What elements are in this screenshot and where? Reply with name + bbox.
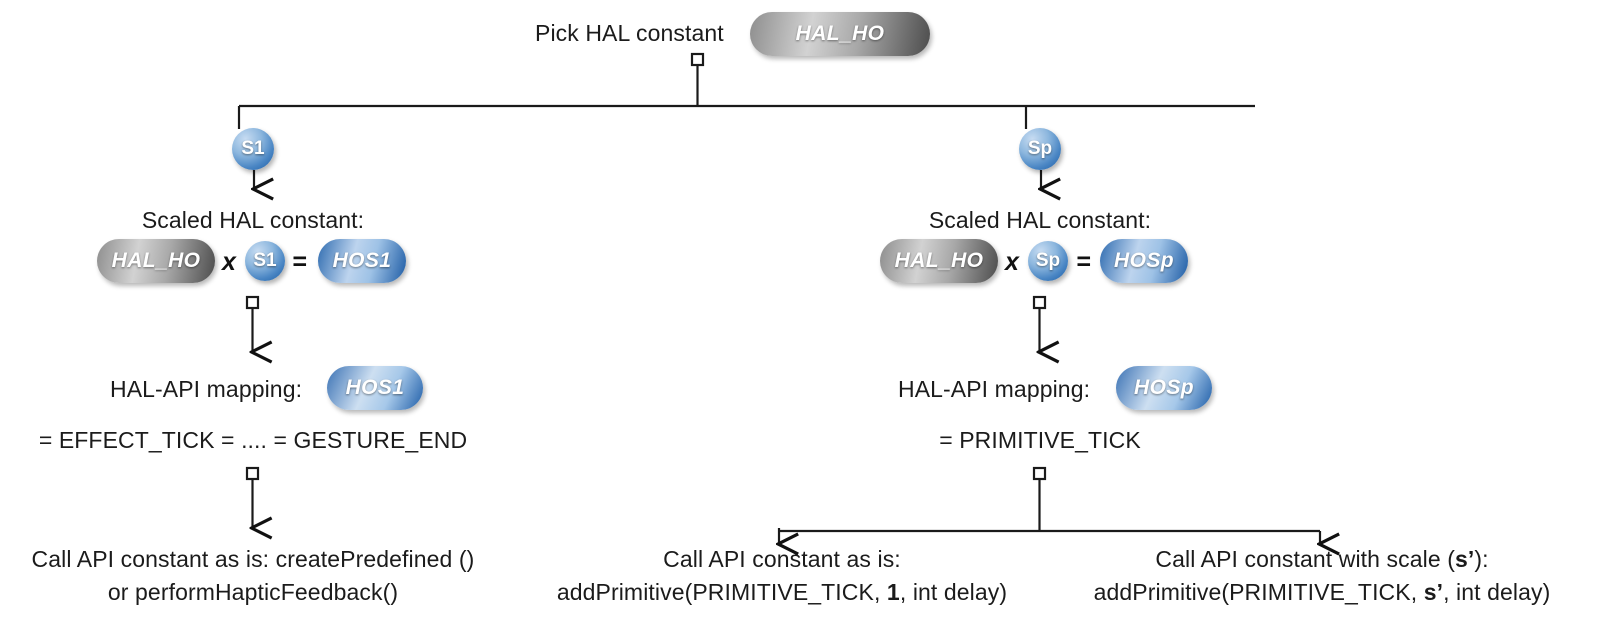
left-scaled-operand-a[interactable]: HAL_HO (97, 239, 215, 283)
left-mapping-caption: HAL-API mapping: (110, 376, 303, 402)
leaf-right-line1-pre: Call API constant with scale ( (1155, 546, 1455, 572)
left-mapping-expansion: = EFFECT_TICK = .... = GESTURE_END (38, 427, 468, 453)
connector-square-left-scaled (245, 295, 260, 310)
leaf-mid-call: Call API constant as is: addPrimitive(PR… (557, 543, 1007, 609)
leaf-right-line2: addPrimitive(PRIMITIVE_TICK, s’, int del… (1094, 576, 1551, 609)
left-scaled-result[interactable]: HOS1 (318, 239, 406, 283)
leaf-right-line1: Call API constant with scale (s’): (1094, 543, 1551, 576)
leaf-left-line1: Call API constant as is: createPredefine… (31, 546, 475, 572)
edge-label-sp[interactable]: Sp (1019, 128, 1061, 170)
left-scaled-caption: Scaled HAL constant: (141, 207, 365, 233)
right-scaled-operand-b[interactable]: Sp (1028, 241, 1068, 281)
root-label: Pick HAL constant (535, 20, 724, 46)
left-operator-times: x (222, 248, 236, 276)
leaf-right-line2-bold: s’ (1423, 579, 1444, 605)
leaf-mid-line2-pre: addPrimitive(PRIMITIVE_TICK, (556, 579, 887, 605)
leaf-left-line2: or performHapticFeedback() (107, 579, 399, 605)
leaf-right-line1-bold: s’ (1454, 546, 1475, 572)
connector-square-left-mapping (245, 466, 260, 481)
right-mapping-token[interactable]: HOSp (1116, 366, 1212, 410)
connector-square-right-mapping (1032, 466, 1047, 481)
leaf-mid-line2-post: , int delay) (899, 579, 1008, 605)
leaf-mid-line1: Call API constant as is: (663, 546, 901, 572)
leaf-mid-line2-bold: 1 (886, 579, 900, 605)
token-hal-ho-root[interactable]: HAL_HO (750, 12, 930, 56)
right-scaled-caption: Scaled HAL constant: (928, 207, 1152, 233)
leaf-right-line1-post: ): (1474, 546, 1489, 572)
left-operator-equals: = (292, 248, 307, 276)
leaf-left-call: Call API constant as is: createPredefine… (32, 543, 475, 609)
leaf-right-call: Call API constant with scale (s’): addPr… (1094, 543, 1551, 609)
right-mapping-expansion: = PRIMITIVE_TICK (939, 427, 1141, 453)
right-operator-equals: = (1076, 248, 1091, 276)
connector-square-root (690, 52, 705, 67)
left-mapping-token[interactable]: HOS1 (327, 366, 423, 410)
right-operator-times: x (1005, 248, 1019, 276)
connector-square-right-scaled (1032, 295, 1047, 310)
leaf-right-line2-pre: addPrimitive(PRIMITIVE_TICK, (1093, 579, 1424, 605)
edge-label-s1[interactable]: S1 (232, 128, 274, 170)
right-mapping-caption: HAL-API mapping: (898, 376, 1091, 402)
leaf-right-line2-post: , int delay) (1443, 579, 1551, 605)
right-scaled-result[interactable]: HOSp (1100, 239, 1188, 283)
right-scaled-operand-a[interactable]: HAL_HO (880, 239, 998, 283)
left-scaled-operand-b[interactable]: S1 (245, 241, 285, 281)
leaf-mid-line2: addPrimitive(PRIMITIVE_TICK, 1, int dela… (557, 576, 1007, 609)
